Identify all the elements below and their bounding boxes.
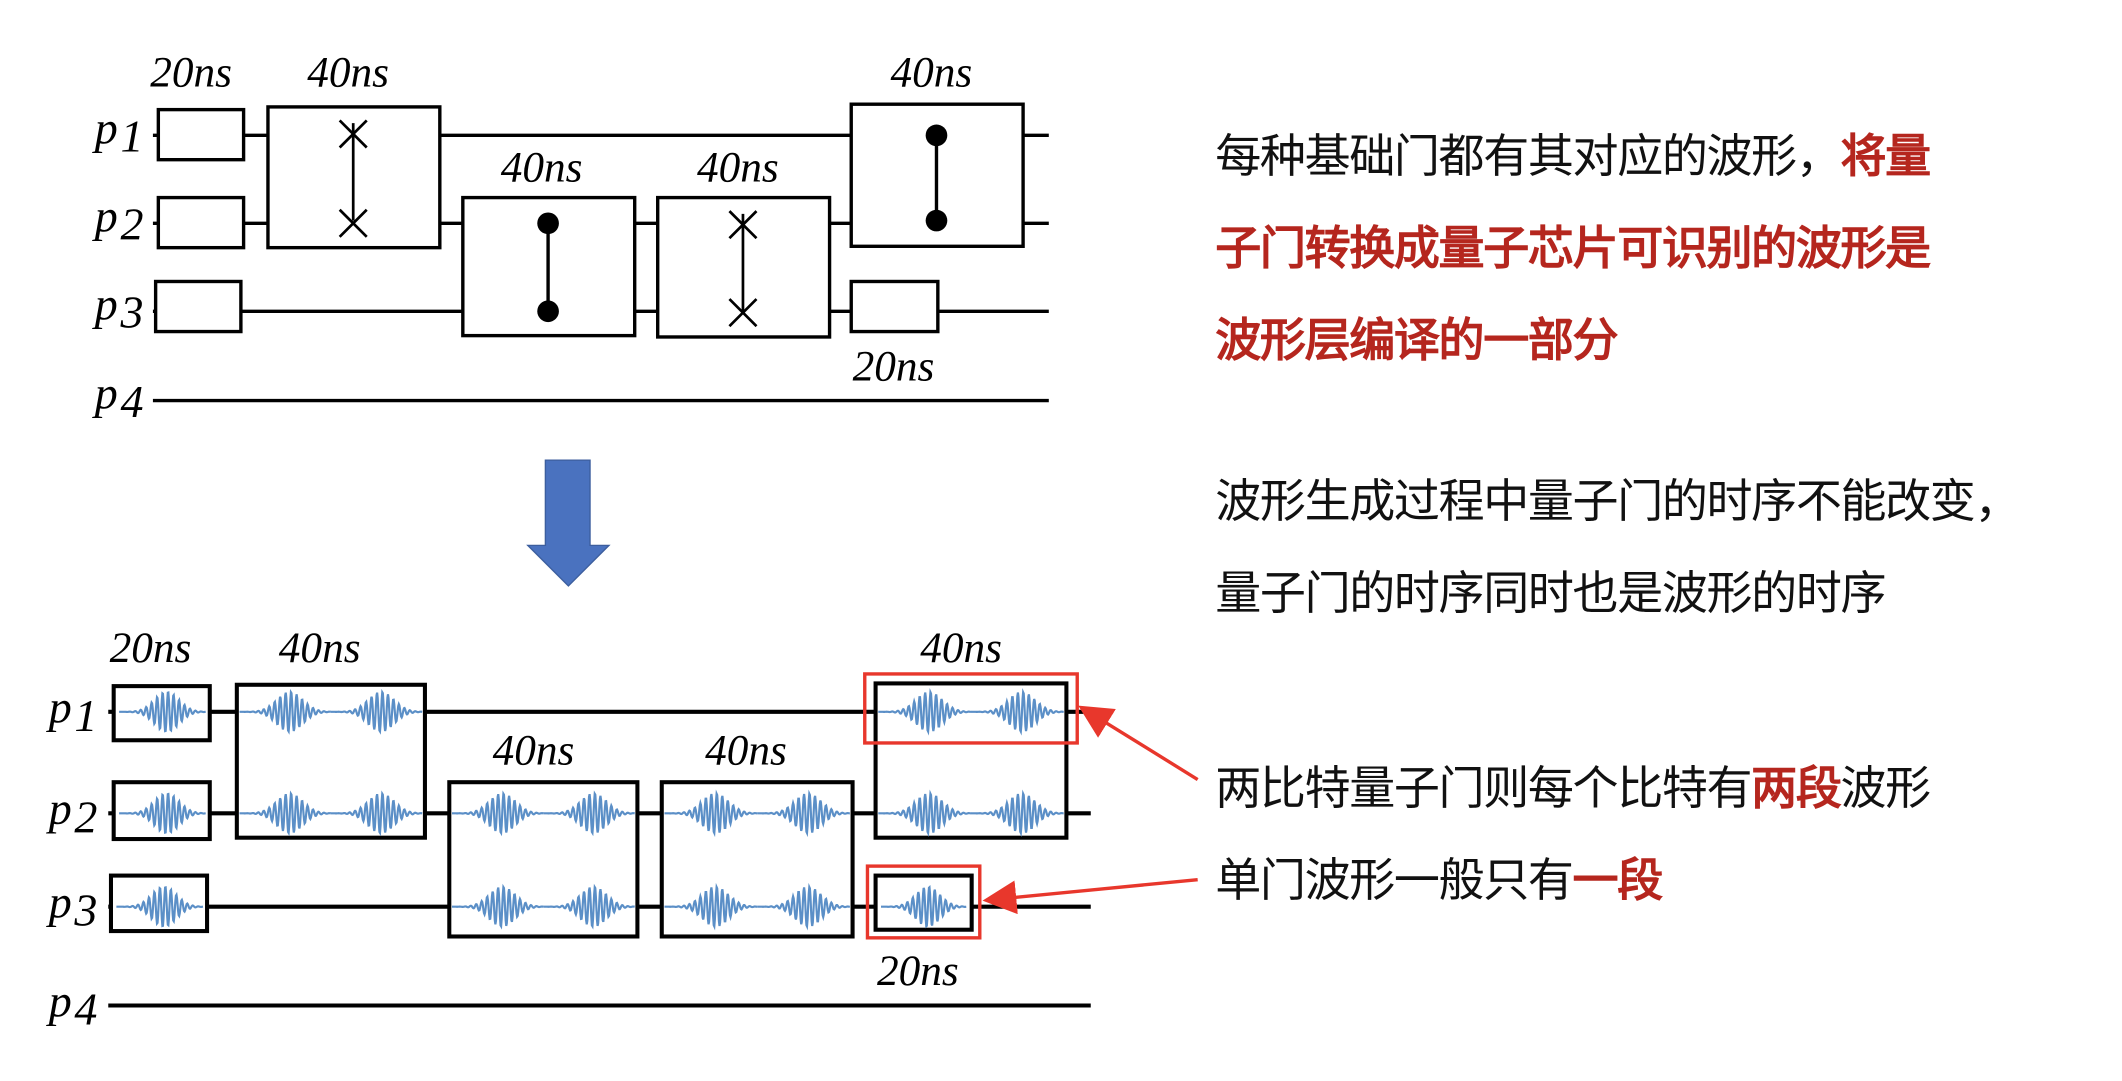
duration-label: 20ns <box>110 624 192 672</box>
single-gate-p1 <box>156 107 246 162</box>
note-waveform-compilation: 每种基础门都有其对应的波形，将量 子门转换成量子芯片可识别的波形是 波形层编译的… <box>1215 111 1931 387</box>
waveform-pulse <box>330 790 423 837</box>
duration-label: 20ns <box>877 947 959 995</box>
cz-symbol-1 <box>537 212 559 323</box>
waveform-pulse <box>119 792 206 835</box>
waveform-pulse <box>116 886 204 928</box>
pointer-arrow-single <box>982 877 1198 915</box>
top-circuit: p1 p2 p3 p4 <box>92 49 1049 427</box>
duration-label: 40ns <box>890 49 972 97</box>
duration-label: 40ns <box>920 624 1002 672</box>
swap-cross-icon <box>338 208 368 238</box>
duration-label: 20ns <box>150 49 232 97</box>
swap-cross-icon <box>728 210 758 240</box>
qubit-label-p3: p3 <box>46 877 98 936</box>
waveform-pulse <box>970 688 1064 736</box>
qubit-label-p3: p3 <box>92 278 144 337</box>
note-segments: 两比特量子门则每个比特有两段波形 单门波形一般只有一段 <box>1215 743 1931 927</box>
duration-label: 40ns <box>307 49 389 97</box>
waveform-pulse <box>880 885 967 929</box>
waveform-pulse <box>543 790 635 837</box>
qubit-label-p2: p2 <box>92 190 144 249</box>
qubit-label-p2: p2 <box>46 783 98 842</box>
waveform-pulse <box>451 883 544 930</box>
duration-label: 40ns <box>705 727 787 775</box>
waveforms <box>116 688 1064 931</box>
control-dot-icon <box>925 124 948 147</box>
waveform-pulse <box>757 789 850 838</box>
pointer-arrow-two-qubit <box>1078 705 1199 781</box>
waveform-pulse <box>878 688 972 736</box>
cz-symbol-2 <box>925 124 948 232</box>
bottom-circuit: p1 p2 p3 p4 <box>46 624 1199 1034</box>
note-line: 量子门的时序同时也是波形的时序 <box>1215 567 1886 622</box>
control-dot-icon <box>537 212 559 235</box>
qubit-label-p4: p4 <box>92 368 144 427</box>
waveform-pulse <box>664 882 758 931</box>
waveform-pulse <box>664 789 758 838</box>
waveform-pulse <box>330 688 423 735</box>
qubit-label-p1: p1 <box>46 682 98 741</box>
note-timing: 波形生成过程中量子门的时序不能改变， 量子门的时序同时也是波形的时序 <box>1215 456 2020 640</box>
waveform-pulse <box>757 882 850 931</box>
down-arrow-icon <box>526 459 611 587</box>
duration-label: 40ns <box>279 624 361 672</box>
swap-cross-icon <box>338 119 368 149</box>
waveform-pulse <box>543 883 635 930</box>
waveform-pulse <box>119 691 206 733</box>
swap-symbol-1 <box>338 119 368 238</box>
control-dot-icon <box>537 300 559 323</box>
qubit-label-p1: p1 <box>92 102 144 161</box>
duration-label: 40ns <box>493 727 575 775</box>
note-line: 单门波形一般只有一段 <box>1215 853 1663 909</box>
highlight-box-single <box>865 864 982 940</box>
control-dot-icon <box>925 209 948 232</box>
waveform-pulse <box>239 790 332 837</box>
highlight-box-two-qubit <box>863 672 1079 745</box>
duration-label: 40ns <box>501 143 583 191</box>
qubit-label-p4: p4 <box>46 975 98 1034</box>
duration-label: 20ns <box>853 342 935 390</box>
single-gate-p3-late <box>849 279 940 334</box>
duration-label: 40ns <box>697 143 779 191</box>
waveform-pulse <box>970 789 1064 838</box>
note-line: 波形层编译的一部分 <box>1215 313 1618 369</box>
note-line: 两比特量子门则每个比特有两段波形 <box>1215 761 1931 817</box>
note-line: 子门转换成量子芯片可识别的波形是 <box>1215 221 1931 277</box>
note-line: 波形生成过程中量子门的时序不能改变， <box>1215 475 2020 530</box>
note-line: 每种基础门都有其对应的波形，将量 <box>1215 129 1931 185</box>
swap-cross-icon <box>728 298 758 328</box>
waveform-pulse <box>878 789 972 838</box>
single-gate-p2 <box>156 195 246 250</box>
waveform-pulse <box>451 790 544 837</box>
swap-symbol-2 <box>728 210 758 328</box>
waveform-pulse <box>239 688 332 735</box>
single-gate-p3 <box>153 279 243 334</box>
